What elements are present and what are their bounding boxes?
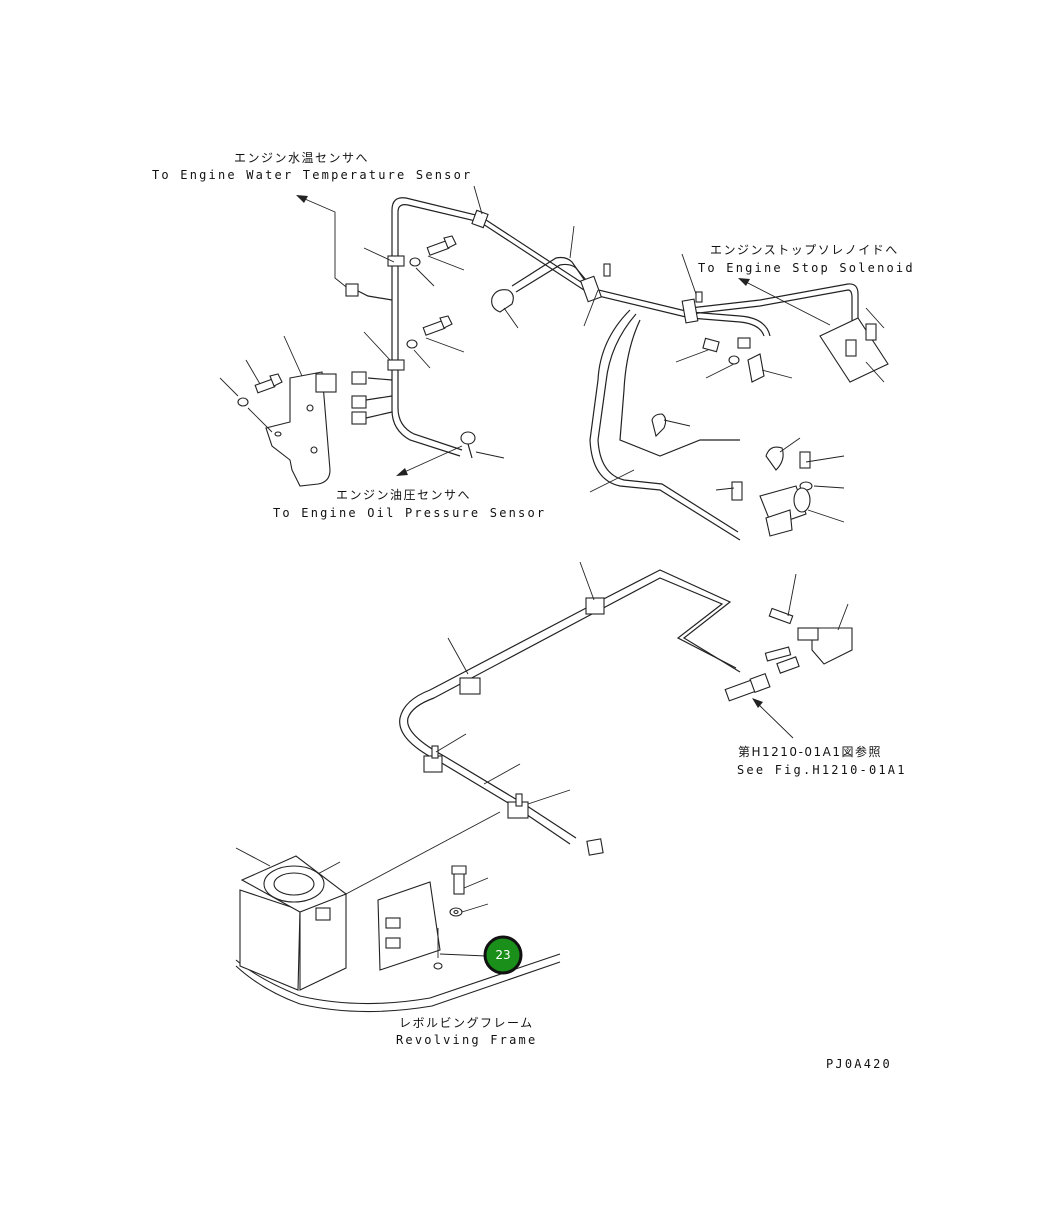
leader-lines-lower bbox=[235, 561, 849, 913]
oil-pressure-label-en: To Engine Oil Pressure Sensor bbox=[273, 506, 546, 520]
revolving-frame bbox=[235, 855, 561, 1013]
water-temp-label-jp: エンジン水温センサへ bbox=[234, 151, 369, 165]
stop-solenoid-label-en: To Engine Stop Solenoid bbox=[698, 261, 915, 275]
mid-right-parts bbox=[651, 337, 813, 537]
rubber-plug bbox=[491, 289, 514, 313]
oil-pressure-terminal bbox=[460, 431, 476, 459]
water-temp-label-en: To Engine Water Temperature Sensor bbox=[152, 168, 472, 182]
frame-label-jp: レボルビングフレーム bbox=[399, 1016, 534, 1030]
lower-harness bbox=[399, 569, 741, 856]
callout-number: 23 bbox=[495, 948, 510, 962]
relay-bracket bbox=[265, 371, 367, 487]
see-fig-label-jp: 第H1210-01A1図参照 bbox=[738, 744, 882, 759]
stop-solenoid-label-jp: エンジンストップソレノイドへ bbox=[710, 243, 899, 257]
water-temp-arrow bbox=[296, 195, 351, 291]
bolt-washer-set-3 bbox=[237, 373, 283, 407]
oil-pressure-label-jp: エンジン油圧センサへ bbox=[336, 488, 471, 502]
harness-clamps-upper bbox=[387, 209, 703, 371]
frame-label-en: Revolving Frame bbox=[396, 1033, 537, 1047]
stop-solenoid-connectors bbox=[819, 317, 889, 383]
drawing-code: PJ0A420 bbox=[826, 1057, 892, 1071]
leader-lines-upper bbox=[219, 185, 885, 523]
water-temp-connector bbox=[345, 283, 359, 297]
see-fig-arrow bbox=[752, 698, 794, 739]
oil-pressure-arrow bbox=[396, 445, 463, 476]
callout-badge-23[interactable]: 23 bbox=[483, 935, 523, 975]
lower-right-parts bbox=[724, 607, 853, 702]
lower-clamp-1 bbox=[459, 677, 481, 695]
see-fig-label-en: See Fig.H1210-01A1 bbox=[737, 763, 907, 777]
bolt-washer-set-2 bbox=[406, 315, 453, 349]
bolt-washer-set-1 bbox=[409, 235, 457, 267]
stop-solenoid-arrow bbox=[738, 278, 831, 326]
